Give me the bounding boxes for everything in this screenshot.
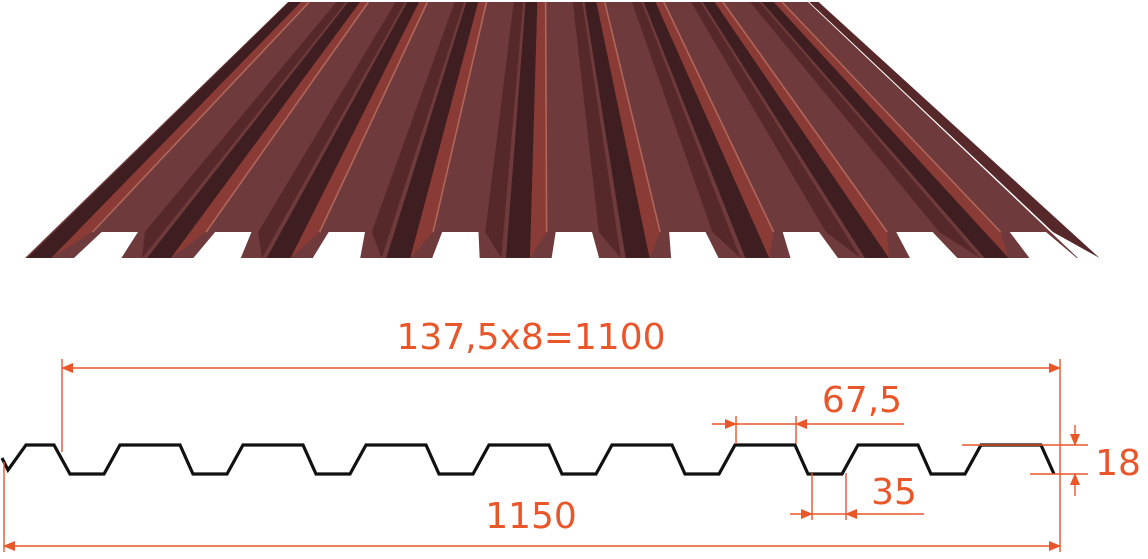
sheet-crest-highlight: [91, 1, 310, 233]
dimension-labels: 137,5x8=1100 67,5 35 1150 18: [396, 317, 1140, 537]
sheet-front-notch: [669, 232, 720, 259]
sheet-crest-highlight: [663, 1, 775, 233]
sheet-valley: [27, 2, 301, 258]
sheet-crest-highlight: [603, 1, 661, 233]
cross-section-profile: [0, 443, 1056, 476]
sheet-flank-light: [773, 2, 1009, 258]
sheet-valley: [584, 2, 650, 258]
sheet-crest-highlight: [318, 1, 429, 233]
sheet-crest-highlight: [544, 1, 548, 233]
sheet-flank-light: [529, 2, 547, 258]
sheet-valley: [506, 2, 538, 258]
sheet-flank-dark: [485, 2, 524, 258]
sheet-valley: [643, 2, 770, 258]
sheet-front-notch: [551, 232, 600, 259]
sheet-flank-dark: [371, 2, 465, 258]
label-top-width: 67,5: [822, 380, 902, 421]
label-height: 18: [1095, 443, 1141, 484]
sheet-crest-highlight: [781, 1, 1002, 233]
sheet-flank-light: [655, 2, 774, 258]
sheet-crest-highlight: [432, 1, 488, 233]
sheet-front-notch: [896, 232, 959, 259]
sheet-crest-highlight: [722, 1, 888, 233]
sheet-flank-dark: [142, 2, 346, 258]
sheet-flank-dark: [809, 2, 1100, 258]
sheet-flank-light: [714, 2, 889, 258]
sheet-front-notch: [192, 232, 252, 259]
sheet-flank-light: [170, 2, 369, 258]
sheet-flank-light: [596, 2, 661, 258]
sheet-valley: [386, 2, 479, 258]
sheet-flank-light: [290, 2, 428, 258]
sheet-front-notch: [312, 232, 365, 259]
sheet-front-notch: [1009, 232, 1078, 259]
sheet-valley: [266, 2, 420, 258]
corrugated-sheet-illustration: [25, 1, 1100, 259]
sheet-flank-dark: [691, 2, 861, 258]
sheet-flank-dark: [750, 2, 980, 258]
sheet-front-notch: [782, 232, 839, 259]
dimension-lines: [3, 359, 1088, 552]
sheet-flank-dark: [631, 2, 741, 258]
sheet-valley: [147, 2, 361, 258]
sheet-valley: [702, 2, 889, 258]
sheet-valley: [761, 2, 1009, 258]
sheet-front-notch: [72, 232, 138, 259]
sheet-flank-light: [51, 2, 310, 258]
sheet-front-notch: [431, 232, 480, 259]
sheet-flank-light: [410, 2, 487, 258]
label-overall-width: 1150: [485, 496, 577, 537]
label-total-pitch: 137,5x8=1100: [396, 317, 665, 358]
sheet-crest-highlight: [205, 1, 370, 233]
sheet-flank-dark: [572, 2, 621, 258]
label-bottom-width: 35: [871, 472, 917, 513]
sheet-flank-dark: [258, 2, 405, 258]
